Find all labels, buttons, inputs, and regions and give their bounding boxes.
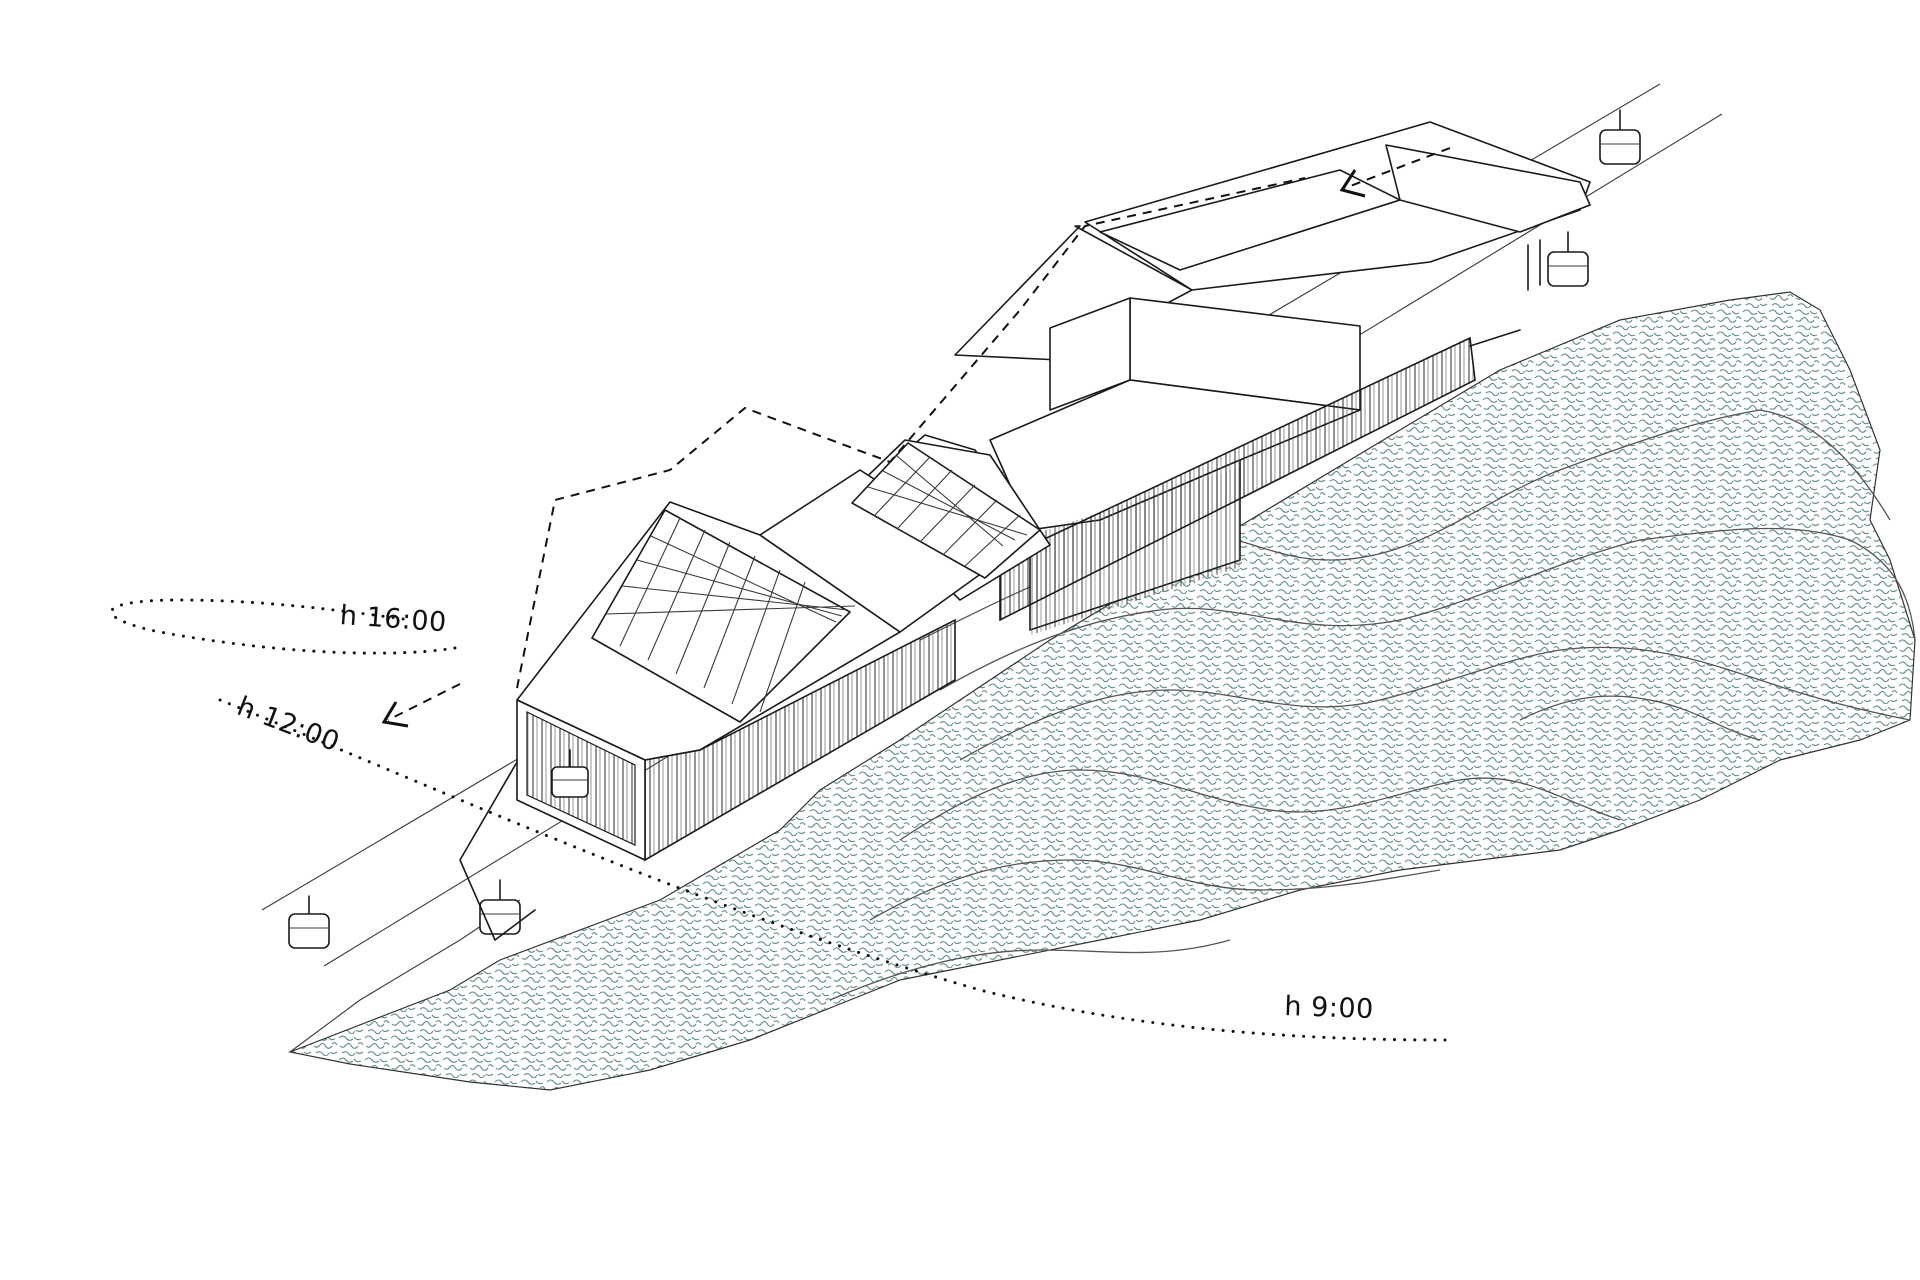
gondola-cabin — [1599, 109, 1641, 165]
contour-line — [939, 527, 1916, 691]
flow-arrow-upper — [1344, 147, 1451, 189]
flow-dashed-line — [516, 177, 1306, 689]
cable-frame — [459, 761, 536, 941]
gondola-cabin — [551, 749, 589, 798]
terminal-canopy — [1385, 144, 1591, 233]
sun-label-09: h 9:00 — [1283, 991, 1375, 1026]
rail — [1469, 329, 1521, 347]
upper-roof — [954, 225, 1193, 361]
gondola-cabin — [288, 895, 330, 949]
contour-line — [899, 769, 1621, 841]
sun-paths — [110, 598, 1450, 1042]
sun-path-1200-0900 — [218, 698, 1450, 1042]
long-facade — [999, 336, 1476, 622]
solar-panel-grid — [619, 517, 806, 713]
contour-line — [829, 939, 1231, 1001]
flow-arrow-lower — [387, 683, 461, 721]
flow-lines — [381, 147, 1451, 728]
gondola-cabin — [479, 879, 521, 935]
solar-panel-grid — [605, 535, 856, 623]
solar-panel-front — [591, 509, 856, 723]
solar-panel-middle — [851, 442, 1041, 579]
gondola-cabin — [1547, 231, 1589, 287]
solar-panel-frame — [591, 509, 851, 723]
contour-line — [1519, 695, 1761, 741]
contour-line — [869, 859, 1441, 921]
building — [516, 121, 1591, 862]
solar-panel-grid — [873, 456, 1021, 567]
contour-line — [959, 646, 1911, 761]
arrowhead-icon — [381, 701, 409, 728]
gondolas — [288, 109, 1641, 949]
sun-path-1600 — [110, 598, 457, 655]
arrowhead-icon — [1339, 169, 1366, 198]
